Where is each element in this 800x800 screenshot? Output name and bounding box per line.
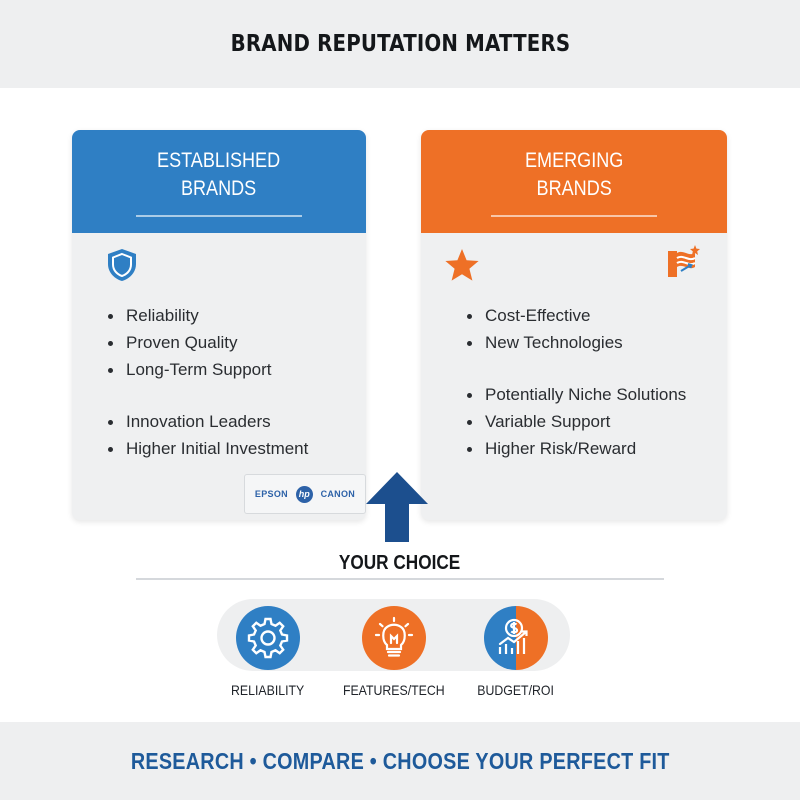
emerging-title-line1: EMERGING bbox=[524, 148, 624, 172]
brand-logos-badge: EPSON hp CANON bbox=[244, 474, 366, 514]
emerging-traits-list: Potentially Niche Solutions Variable Sup… bbox=[465, 381, 686, 462]
established-benefits-list: Reliability Proven Quality Long-Term Sup… bbox=[106, 302, 272, 383]
shield-icon bbox=[105, 247, 139, 288]
list-item: Proven Quality bbox=[106, 329, 272, 356]
hp-logo: hp bbox=[295, 485, 313, 503]
emerging-brands-card: EMERGING BRANDS Cost-Effective New Techn… bbox=[421, 130, 727, 520]
factor-label-features: FEATURES/TECH bbox=[329, 682, 459, 698]
dollar-growth-icon bbox=[484, 606, 548, 670]
factor-label-text: FEATURES/TECH bbox=[343, 682, 445, 698]
arrow-up-icon bbox=[362, 470, 432, 549]
established-brands-card: ESTABLISHED BRANDS Reliability Proven Qu… bbox=[72, 130, 366, 520]
established-title-rule bbox=[136, 214, 302, 217]
list-item: New Technologies bbox=[465, 329, 623, 356]
page-footer: RESEARCH • COMPARE • CHOOSE YOUR PERFECT… bbox=[0, 722, 800, 800]
your-choice-label: YOUR CHOICE bbox=[0, 552, 800, 575]
page-title: BRAND REPUTATION MATTERS bbox=[230, 31, 570, 57]
emerging-card-title: EMERGING BRANDS bbox=[525, 147, 623, 203]
established-traits-list: Innovation Leaders Higher Initial Invest… bbox=[106, 408, 308, 462]
gear-icon bbox=[236, 606, 300, 670]
established-title-line2: BRANDS bbox=[181, 176, 257, 200]
list-item: Reliability bbox=[106, 302, 272, 329]
emerging-card-header: EMERGING BRANDS bbox=[421, 130, 727, 233]
emerging-title-rule bbox=[491, 214, 657, 217]
list-item: Variable Support bbox=[465, 408, 686, 435]
your-choice-text: YOUR CHOICE bbox=[339, 552, 461, 574]
emerging-benefits-list: Cost-Effective New Technologies bbox=[465, 302, 623, 356]
footer-tagline: RESEARCH • COMPARE • CHOOSE YOUR PERFECT… bbox=[130, 747, 670, 774]
list-item: Long-Term Support bbox=[106, 356, 272, 383]
epson-logo: EPSON bbox=[254, 489, 288, 499]
factor-label-text: BUDGET/ROI bbox=[477, 682, 555, 698]
page-header: BRAND REPUTATION MATTERS bbox=[0, 0, 800, 88]
factor-label-text: RELIABILITY bbox=[231, 682, 305, 698]
factor-label-budget: BUDGET/ROI bbox=[451, 682, 581, 698]
established-card-title: ESTABLISHED BRANDS bbox=[157, 147, 280, 203]
factor-label-reliability: RELIABILITY bbox=[203, 682, 333, 698]
star-icon bbox=[443, 247, 481, 288]
canon-logo: CANON bbox=[320, 489, 356, 499]
rising-flag-icon bbox=[663, 243, 703, 288]
established-card-header: ESTABLISHED BRANDS bbox=[72, 130, 366, 233]
choice-divider bbox=[136, 578, 664, 580]
list-item: Higher Initial Investment bbox=[106, 435, 308, 462]
list-item: Higher Risk/Reward bbox=[465, 435, 686, 462]
emerging-title-line2: BRANDS bbox=[536, 176, 612, 200]
lightbulb-icon bbox=[362, 606, 426, 670]
list-item: Innovation Leaders bbox=[106, 408, 308, 435]
established-title-line1: ESTABLISHED bbox=[157, 148, 281, 172]
list-item: Cost-Effective bbox=[465, 302, 623, 329]
list-item: Potentially Niche Solutions bbox=[465, 381, 686, 408]
